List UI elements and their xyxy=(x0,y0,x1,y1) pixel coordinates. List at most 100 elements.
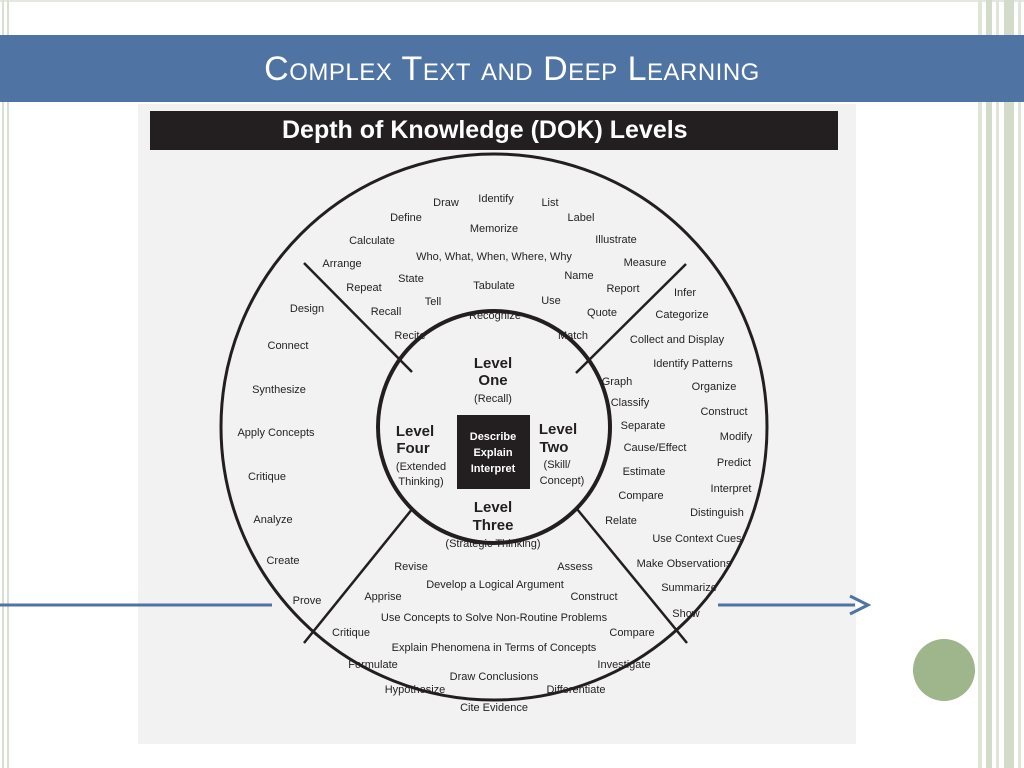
dok-verb: Categorize xyxy=(655,309,708,321)
dok-verb: Compare xyxy=(618,490,663,502)
dok-verb: Name xyxy=(564,270,593,282)
dok-verb: Use Concepts to Solve Non-Routine Proble… xyxy=(381,612,608,624)
dok-verb: Memorize xyxy=(470,223,518,235)
level-three-label: Level xyxy=(474,499,512,516)
dok-verb: Investigate xyxy=(597,659,650,671)
dok-verb: Separate xyxy=(621,420,666,432)
dok-verb: Analyze xyxy=(253,514,292,526)
dok-verb: Illustrate xyxy=(595,234,637,246)
divider-bottom-right xyxy=(576,508,688,644)
dok-verb: Critique xyxy=(248,471,286,483)
level-four-sub: Thinking) xyxy=(398,476,443,488)
dok-verb: Arrange xyxy=(322,258,361,270)
divider-top-left xyxy=(303,262,413,373)
dok-verb: Relate xyxy=(605,515,637,527)
decorative-green-circle xyxy=(913,639,975,701)
level-four-sub: (Extended xyxy=(396,461,446,473)
center-box-line: Describe xyxy=(470,431,516,443)
dok-verb: Construct xyxy=(570,591,617,603)
dok-verb: Report xyxy=(606,283,639,295)
level-two-sub: Concept) xyxy=(540,475,585,487)
dok-verb: Classify xyxy=(611,397,650,409)
dok-verb: Who, What, When, Where, Why xyxy=(416,251,572,263)
dok-verb: Summarize xyxy=(661,582,717,594)
level-two-label: Level xyxy=(539,421,577,438)
dok-verb: Use xyxy=(541,295,561,307)
dok-verb: Compare xyxy=(609,627,654,639)
dok-verb: Tell xyxy=(425,296,442,308)
dok-verb: Apprise xyxy=(364,591,401,603)
right-arrow-head xyxy=(849,594,872,616)
dok-verb: Create xyxy=(266,555,299,567)
dok-verb: Modify xyxy=(720,431,753,443)
divider-bottom-left xyxy=(303,507,414,644)
dok-verb: List xyxy=(541,197,558,209)
dok-verb: Assess xyxy=(557,561,593,573)
dok-verb: Construct xyxy=(700,406,747,418)
dok-verb: Repeat xyxy=(346,282,381,294)
divider-top-right xyxy=(575,263,687,374)
dok-verb: Identify Patterns xyxy=(653,358,733,370)
dok-verb: Develop a Logical Argument xyxy=(426,579,564,591)
dok-verb: Draw Conclusions xyxy=(450,671,539,683)
dok-verb: Quote xyxy=(587,307,617,319)
level-three-sub: (Strategic Thinking) xyxy=(445,538,540,550)
top-rule xyxy=(0,0,1024,2)
dok-verb: Estimate xyxy=(623,466,666,478)
level-four-label: Four xyxy=(396,440,429,457)
right-decorative-stripes xyxy=(978,0,1024,768)
dok-verb: Prove xyxy=(293,595,322,607)
dok-verb: Use Context Cues xyxy=(652,533,742,545)
level-two-label: Two xyxy=(540,439,569,456)
dok-verb: Organize xyxy=(692,381,737,393)
dok-verb: Synthesize xyxy=(252,384,306,396)
dok-verb: Collect and Display xyxy=(630,334,725,346)
dok-verb: Tabulate xyxy=(473,280,515,292)
title-band xyxy=(0,35,1024,102)
dok-verb: Label xyxy=(568,212,595,224)
level-one-label: Level xyxy=(474,355,512,372)
dok-verb: Match xyxy=(558,330,588,342)
dok-verb: Design xyxy=(290,303,324,315)
dok-verb: Apply Concepts xyxy=(237,427,315,439)
dok-verb: Show xyxy=(672,608,700,620)
dok-verb: Recall xyxy=(371,306,402,318)
dok-verb: Distinguish xyxy=(690,507,744,519)
dok-verb: Identify xyxy=(478,193,514,205)
dok-verb: Connect xyxy=(268,340,309,352)
level-four-label: Level xyxy=(396,423,434,440)
inner-circle xyxy=(376,309,612,545)
dok-verb: Recognize xyxy=(469,310,521,322)
outer-circle xyxy=(219,152,769,702)
dok-verb: Infer xyxy=(674,287,696,299)
dok-verb: Differentiate xyxy=(546,684,605,696)
dok-verb: Draw xyxy=(433,197,459,209)
dok-verb: Cite Evidence xyxy=(460,702,528,714)
center-box xyxy=(457,415,530,489)
dok-verb: Cause/Effect xyxy=(624,442,687,454)
dok-verb: Calculate xyxy=(349,235,395,247)
dok-verb: State xyxy=(398,273,424,285)
dok-verb: Interpret xyxy=(711,483,752,495)
level-one-label: One xyxy=(478,372,507,389)
level-two-sub: (Skill/ xyxy=(544,459,572,471)
dok-verb: Hypothesize xyxy=(385,684,446,696)
slide-title: Complex Text and Deep Learning xyxy=(264,50,760,88)
dok-verb: Formulate xyxy=(348,659,398,671)
dok-verb: Make Observations xyxy=(637,558,732,570)
dok-verb: Define xyxy=(390,212,422,224)
left-decorative-stripes xyxy=(0,0,12,768)
center-box-line: Explain xyxy=(473,447,512,459)
level-one-sub: (Recall) xyxy=(474,393,512,405)
dok-verb: Recite xyxy=(394,330,425,342)
dok-verb: Graph xyxy=(602,376,633,388)
level-three-label: Three xyxy=(473,517,514,534)
dok-verb: Explain Phenomena in Terms of Concepts xyxy=(392,642,597,654)
dok-figure-header: Depth of Knowledge (DOK) Levels xyxy=(150,111,838,150)
dok-verb: Critique xyxy=(332,627,370,639)
dok-verb: Predict xyxy=(717,457,751,469)
dok-verb: Revise xyxy=(394,561,428,573)
center-box-line: Interpret xyxy=(471,463,516,475)
dok-verb: Measure xyxy=(624,257,667,269)
